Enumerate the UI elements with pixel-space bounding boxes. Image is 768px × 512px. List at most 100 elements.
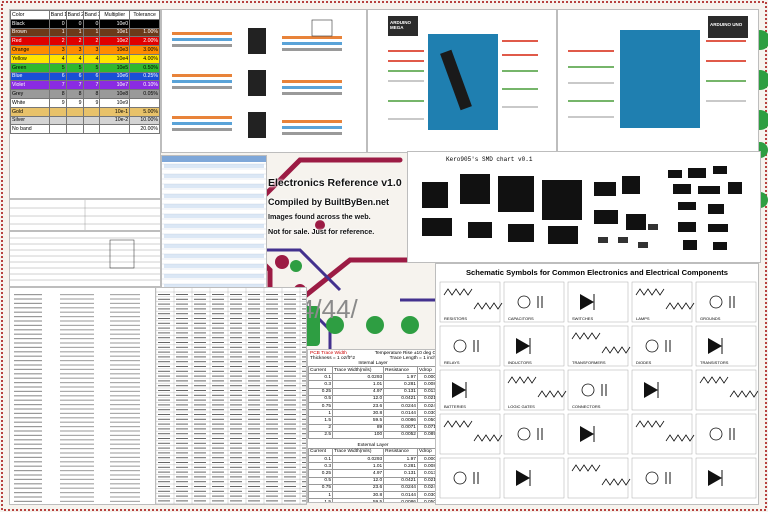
internal-layer-label: Internal Layer: [358, 361, 388, 366]
schematic-category-label: TRANSISTORS: [700, 360, 729, 365]
regulator-table: [10, 200, 160, 230]
resistor-cell-mult: 10e4: [99, 53, 131, 64]
resistor-cell-mult: [99, 124, 131, 135]
resistor-cell-b3: [82, 106, 101, 117]
pcb-trace-width-table: PCB Trace Width Temperature Rise ±10 deg…: [308, 350, 438, 502]
resistor-cell-b3: 2: [82, 36, 101, 47]
resistor-cell-color: Red: [10, 36, 50, 47]
resistor-cell-b3: 0: [82, 18, 101, 29]
trace-cell: 0.000: [416, 455, 438, 464]
title-block: Electronics Reference v1.0 Compiled by B…: [268, 155, 408, 255]
trace-cell: 0.281: [383, 380, 418, 389]
trace-cell: 0.1: [308, 455, 334, 464]
trace-header-cell: Resistance: [383, 365, 418, 375]
resistor-cell-tol: [129, 18, 160, 29]
trace-cell: 0.013: [416, 387, 438, 396]
resistor-cell-b2: 1: [65, 27, 84, 38]
smd-packages: [422, 166, 742, 250]
trace-cell: 0.0244: [383, 483, 418, 493]
resistor-cell-b1: 3: [48, 45, 67, 55]
resistor-cell-color: Black: [10, 18, 50, 29]
resistor-cell-b2: [65, 124, 84, 135]
trace-cell: 0.3: [308, 380, 334, 389]
resistor-cell-color: Orange: [10, 45, 50, 55]
resistor-cell-b1: 4: [48, 53, 67, 64]
trace-cell: 59.5: [332, 498, 385, 502]
trace-cell: 12.0: [332, 394, 385, 403]
trace-cell: 0.3: [308, 462, 334, 471]
resistor-cell-mult: 10e5: [99, 62, 131, 73]
resistor-cell-b2: 9: [65, 97, 84, 108]
trace-header-cell: Current: [308, 447, 334, 457]
schematic-category-label: TRANSFORMERS: [572, 360, 606, 365]
trace-cell: 0.75: [308, 401, 334, 411]
resistor-cell-mult: 10e6: [99, 71, 131, 82]
resistor-header-row: Color Band 1 Band 2 Band 3 Multiplier To…: [10, 10, 160, 20]
resistor-cell-b3: 8: [82, 89, 101, 99]
trace-cell: 0.0421: [383, 476, 418, 485]
resistor-cell-tol: 0.05%: [129, 89, 160, 99]
ic-pinout-diagram: [172, 19, 342, 138]
resistor-cell-color: Gold: [10, 106, 50, 117]
resistor-cell-b2: 3: [65, 45, 84, 55]
trace-header-cell: Vdrop: [416, 447, 438, 457]
resistor-cell-b1: 9: [48, 97, 67, 108]
col-tolerance: Tolerance: [129, 10, 160, 20]
resistor-cell-b2: [65, 106, 84, 117]
title-source-note: Images found across the web.: [268, 212, 371, 222]
col-band3: Band 3: [82, 10, 101, 20]
resistor-cell-color: No band: [10, 124, 50, 135]
trace-cell: 0.0293: [332, 373, 385, 382]
trace-cell: 0.0421: [383, 394, 418, 403]
uno-board-diagram: [568, 16, 748, 128]
schematic-category-label: GROUNDS: [700, 316, 721, 321]
trace-cell: 1.97: [383, 373, 418, 382]
resistor-cell-b3: 5: [82, 62, 101, 73]
resistor-cell-b2: 7: [65, 80, 84, 91]
resistor-cell-b1: 6: [48, 71, 67, 82]
trace-cell: 0.5: [308, 476, 334, 485]
trace-cell: 1.01: [332, 380, 385, 389]
mega-board-diagram: [388, 16, 538, 130]
resistor-cell-b3: 1: [82, 27, 101, 38]
resistor-cell-tol: 20.00%: [129, 124, 160, 135]
resistor-cell-tol: 0.50%: [129, 62, 160, 73]
resistor-cell-b3: 6: [82, 71, 101, 82]
resistor-cell-tol: 3.00%: [129, 45, 160, 55]
trace-cell: 0.013: [416, 469, 438, 478]
resistor-cell-mult: 10e3: [99, 45, 131, 55]
trace-header-cell: Resistance: [383, 447, 418, 457]
schematic-category-label: BATTERIES: [444, 404, 466, 409]
trace-header-cell: Trace Width(mils): [332, 365, 385, 375]
trace-cell: 30.8: [332, 409, 385, 418]
resistor-cell-b3: [82, 124, 101, 135]
resistor-cell-b1: [48, 106, 67, 117]
trace-cell: 0.0144: [383, 409, 418, 418]
arduino-mega-pinout: ARDUINO MEGA: [368, 10, 556, 152]
trace-cell: 0.25: [308, 469, 334, 478]
ic-pinout-panel: [162, 10, 366, 152]
trace-cell: 0.0144: [383, 490, 418, 500]
trace-cell: 0.024: [416, 483, 438, 493]
schematic-category-label: RELAYS: [444, 360, 460, 365]
trace-cell: 2: [308, 423, 334, 432]
trace-cell: 0.0244: [383, 401, 418, 411]
trace-cell: 30.8: [332, 490, 385, 500]
schematic-category-label: LAMPS: [636, 316, 650, 321]
resistor-cell-color: Grey: [10, 89, 50, 99]
